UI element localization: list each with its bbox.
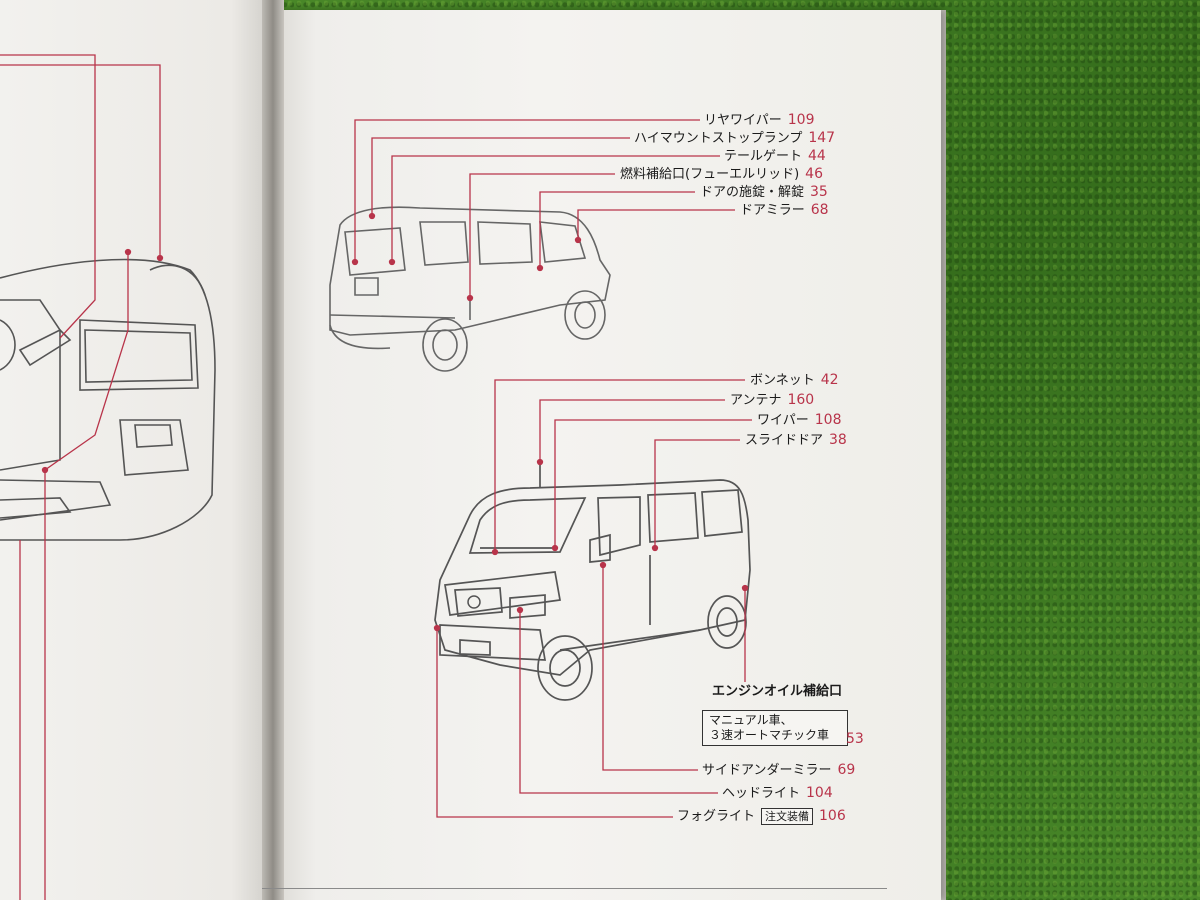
callout-label: ドアの施錠・解錠 [700,185,805,200]
right-page [276,10,941,900]
rear-van-drawing [329,206,611,372]
page-number: 46 [805,166,823,182]
callout-bonnet: ボンネット 42 [750,372,839,389]
callout-label: テールゲート [724,149,803,164]
callout-door-mirror: ドアミラー 68 [740,202,829,219]
callout-label: リヤワイパー [704,113,782,128]
page-number: 44 [808,148,826,164]
page-number: 104 [806,785,833,801]
front-leader-lines [433,379,752,818]
callout-slide-door: スライドドア 38 [745,432,847,449]
note-line: ３速オートマチック車 [709,728,830,742]
callout-fog-light: フォグライト注文装備 106 [677,808,846,825]
page-number: 147 [808,130,836,146]
callout-label: スライドドア [745,433,824,448]
footer-rule [262,888,887,889]
emblem-shape [467,595,481,609]
callout-antenna: アンテナ 160 [730,392,814,409]
page-number: 53 [846,731,864,747]
callout-label: 燃料補給口(フューエルリッド) [620,167,800,182]
left-leader-lines [0,54,164,900]
callout-engine-oil: エンジンオイル補給口 [712,684,842,700]
callout-high-mount-stop-lamp: ハイマウントストップランプ 147 [634,130,835,147]
callout-label: フォグライト [677,809,756,824]
callout-side-under-mirror: サイドアンダーミラー 69 [702,762,855,779]
page-number: 109 [787,112,815,128]
callout-wiper: ワイパー 108 [757,412,841,429]
callout-tailgate: テールゲート 44 [724,148,826,165]
page-number: 68 [810,202,829,218]
page-number: 69 [837,762,856,778]
engine-oil-page: 53 [846,731,864,748]
callout-label: ドアミラー [740,203,805,218]
callout-label: エンジンオイル補給口 [712,684,843,699]
callout-label: ヘッドライト [722,786,801,801]
optional-equipment-tag: 注文装備 [761,808,814,825]
page-number: 160 [787,392,815,408]
front-van-drawing [434,460,751,701]
callout-label: ハイマウントストップランプ [634,131,803,146]
rear-leader-lines [351,119,735,302]
callout-rear-wiper: リヤワイパー 109 [704,112,814,129]
note-line: マニュアル車、 [709,713,793,727]
callout-label: ワイパー [757,413,809,428]
callout-door-lock: ドアの施錠・解錠 35 [700,184,828,201]
callout-headlight: ヘッドライト 104 [722,785,833,802]
page-number: 106 [819,808,846,824]
page-number: 35 [810,184,828,200]
callout-label: アンテナ [730,393,782,408]
page-number: 108 [814,412,842,428]
book-gutter [262,0,284,900]
callout-fuel-lid: 燃料補給口(フューエルリッド) 46 [620,166,823,183]
left-interior-drawing [0,258,216,541]
page-number: 38 [829,432,847,448]
callout-label: ボンネット [750,373,815,388]
callout-label: サイドアンダーミラー [702,763,832,778]
engine-oil-note-box: マニュアル車、 ３速オートマチック車 [702,710,848,746]
page-number: 42 [820,372,839,388]
